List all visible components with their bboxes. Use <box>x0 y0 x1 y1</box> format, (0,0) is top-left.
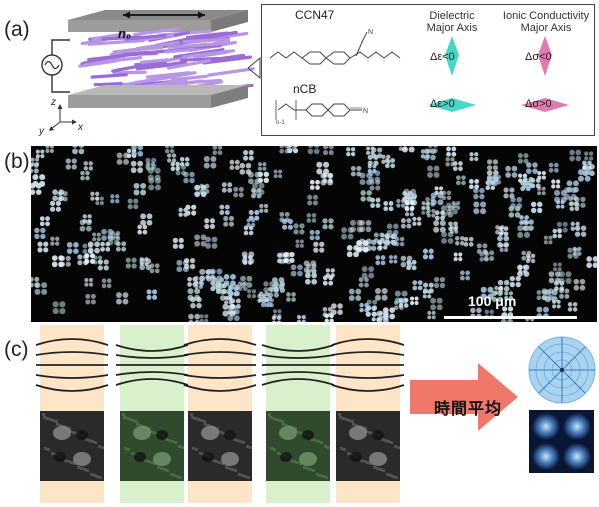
ionic-axis-horizontal-icon <box>521 98 569 112</box>
scale-bar <box>444 316 577 319</box>
ccn47-name: CCN47 <box>295 8 335 22</box>
dielectric-header: Dielectric Major Axis <box>426 10 478 34</box>
panel-label-c: (c) <box>4 338 29 361</box>
ncb-dielectric-sign: Δε>0 <box>430 98 455 110</box>
ncb-substituent: n-1 <box>276 120 285 126</box>
cross-patterns <box>31 146 597 322</box>
ccn47-dielectric-sign: Δε<0 <box>430 51 455 63</box>
molecule-table-box <box>261 4 595 136</box>
lc-molecules <box>78 27 255 94</box>
wire-bottom <box>51 75 70 93</box>
director-label: n₀ <box>118 26 132 41</box>
wire-top <box>51 39 70 55</box>
ccn47-structure: N <box>269 29 401 65</box>
axis-x-label: x <box>78 122 83 133</box>
panel-label-a: (a) <box>4 18 30 41</box>
axis-y-label: y <box>39 126 44 137</box>
averaged-intensity-image <box>529 410 594 473</box>
ncb-ionic-sign: Δσ>0 <box>525 98 552 110</box>
lc-cell-schematic <box>41 10 255 131</box>
axis-z-label: z <box>51 97 56 108</box>
averaged-director-pattern <box>528 336 596 404</box>
scale-bar-label: 100 μm <box>468 293 517 309</box>
dielectric-axis-vertical-icon <box>445 36 459 76</box>
ionic-axis-vertical-icon <box>538 36 552 76</box>
ccn47-ionic-sign: Δσ<0 <box>525 51 552 63</box>
callout-pointer <box>248 56 261 80</box>
ncb-structure: N <box>275 100 368 120</box>
ncb-name: nCB <box>293 82 317 96</box>
ionic-header: Ionic Conductivity Major Axis <box>502 10 590 34</box>
polarized-microscope-image <box>31 146 597 322</box>
svg-text:N: N <box>363 108 368 115</box>
svg-text:N: N <box>368 29 373 36</box>
dielectric-axis-horizontal-icon <box>428 98 476 112</box>
panel-label-b: (b) <box>4 150 30 173</box>
time-average-arrow <box>410 363 518 431</box>
bottom-electrode <box>68 85 248 95</box>
time-sequence <box>35 325 596 503</box>
time-average-label: 時間平均 <box>433 401 502 418</box>
